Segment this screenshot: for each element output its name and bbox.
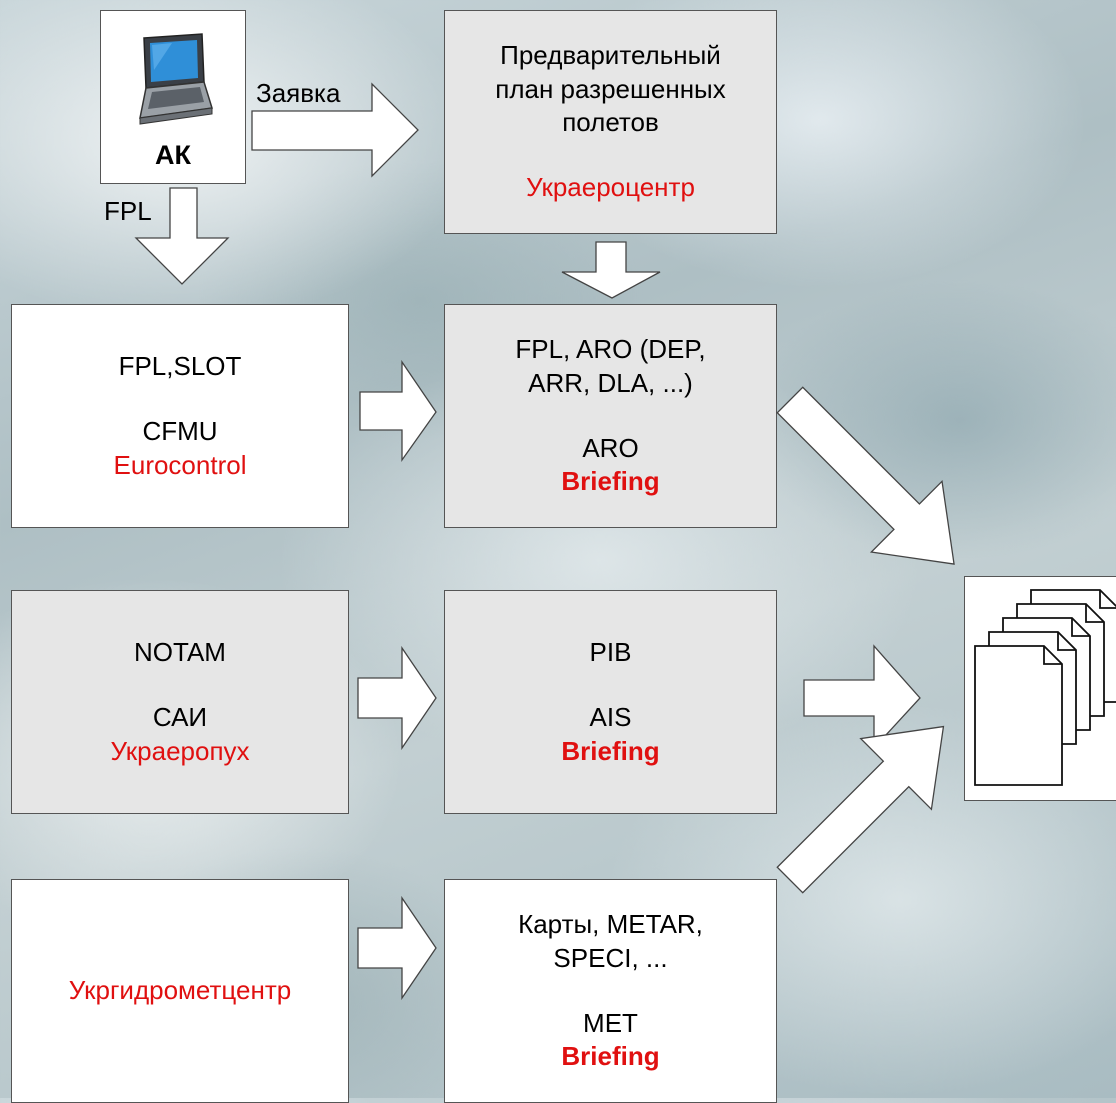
ukrhydromet-org: Укргидрометцентр: [68, 975, 292, 1006]
arrow-ugmc-to-met: [357, 895, 437, 1001]
arrow-sai-to-ais: [357, 645, 437, 751]
aro-name: ARO: [582, 433, 639, 463]
aro-org: Briefing: [561, 466, 660, 497]
arrow-fpl: [134, 187, 230, 285]
arrow-ais-to-output: [803, 644, 921, 750]
arrow-prelim-to-aro: [561, 241, 661, 299]
ais-org: Briefing: [561, 735, 660, 766]
met-line-1: Карты, METAR,: [518, 909, 703, 940]
cfmu-box: FPL,SLOT CFMU Eurocontrol: [11, 304, 349, 528]
sai-box: NOTAM САИ Украеропух: [11, 590, 349, 814]
laptop-icon: [139, 33, 213, 125]
prelim-line-3: полетов: [562, 107, 659, 137]
preliminary-plan-box: Предварительный план разрешенных полетов…: [444, 10, 777, 234]
request-label: Заявка: [256, 78, 341, 108]
arrow-met-to-output: [776, 725, 945, 894]
met-org: Briefing: [561, 1041, 660, 1072]
sai-content: NOTAM: [134, 637, 226, 668]
met-name: MET: [583, 1008, 638, 1038]
aro-box: FPL, ARO (DEP, ARR, DLA, ...) ARO Briefi…: [444, 304, 777, 528]
fpl-label: FPL: [104, 196, 152, 226]
arrow-aro-to-output: [776, 386, 955, 565]
aro-line-2: ARR, DLA, ...): [528, 367, 693, 398]
arrow-request: [251, 82, 419, 178]
ak-label: АК: [155, 140, 191, 170]
met-line-2: SPECI, ...: [553, 942, 668, 973]
cfmu-org: Eurocontrol: [113, 449, 247, 480]
met-box: Карты, METAR, SPECI, ... MET Briefing: [444, 879, 777, 1103]
sai-org: Украеропух: [110, 735, 250, 766]
arrow-cfmu-to-aro: [359, 359, 437, 463]
sai-name: САИ: [152, 702, 208, 733]
prelim-org: Украероцентр: [526, 172, 695, 203]
ais-name: AIS: [589, 702, 632, 733]
cfmu-name: CFMU: [142, 416, 218, 447]
aro-line-1: FPL, ARO (DEP,: [515, 334, 706, 365]
cfmu-content: FPL,SLOT: [118, 351, 242, 382]
prelim-line-2: план разрешенных: [495, 73, 726, 104]
ais-content: PIB: [589, 637, 632, 668]
prelim-line-1: Предварительный: [500, 40, 721, 71]
ais-box: PIB AIS Briefing: [444, 590, 777, 814]
documents-stack-icon: [974, 589, 1116, 786]
ukrhydromet-box: Укргидрометцентр: [11, 879, 349, 1103]
